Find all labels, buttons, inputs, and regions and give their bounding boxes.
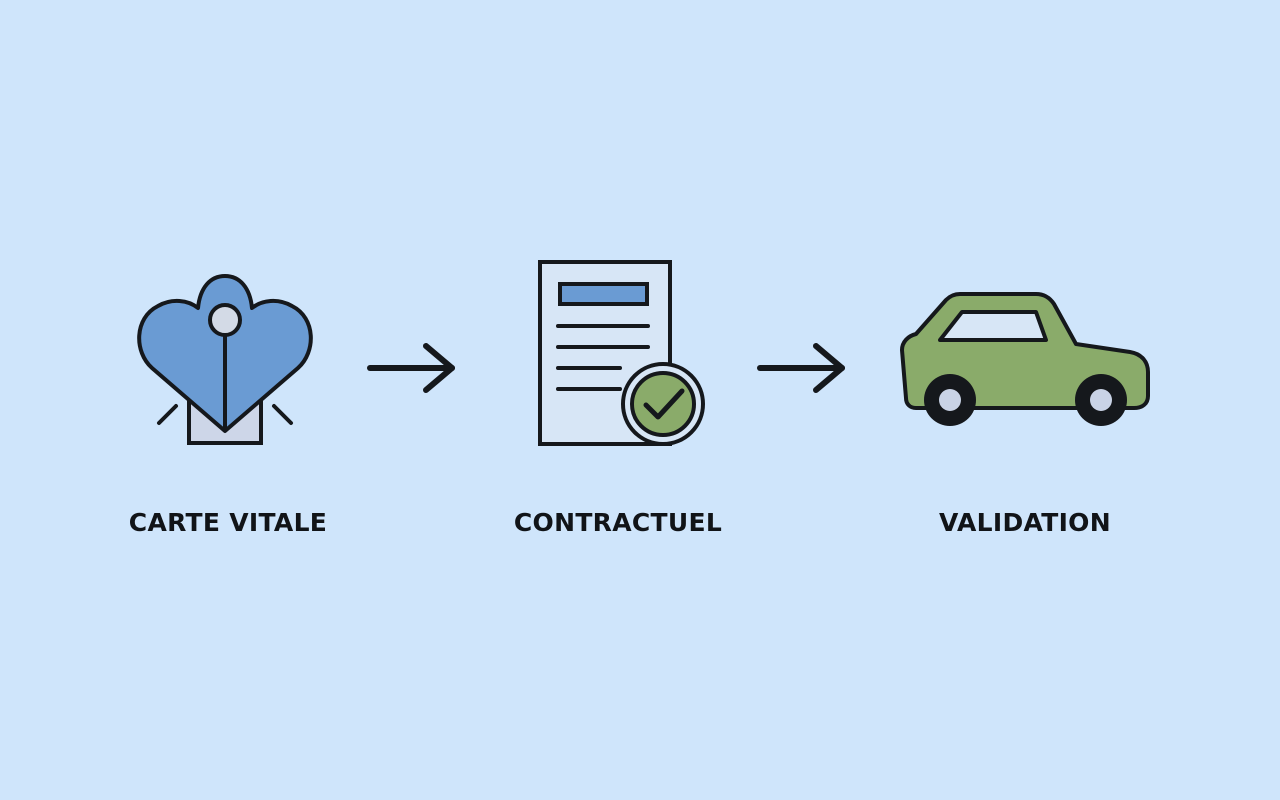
step-label-contractuel: CONTRACTUEL [513,508,723,537]
heart-card-icon [137,274,313,445]
step-label-carte-vitale: CARTE VITALE [128,508,328,537]
arrow-right-icon [757,343,845,393]
car-icon [900,292,1150,426]
document-check-icon [538,260,705,446]
arrow-right-icon [367,343,455,393]
step-label-validation: VALIDATION [939,508,1111,537]
